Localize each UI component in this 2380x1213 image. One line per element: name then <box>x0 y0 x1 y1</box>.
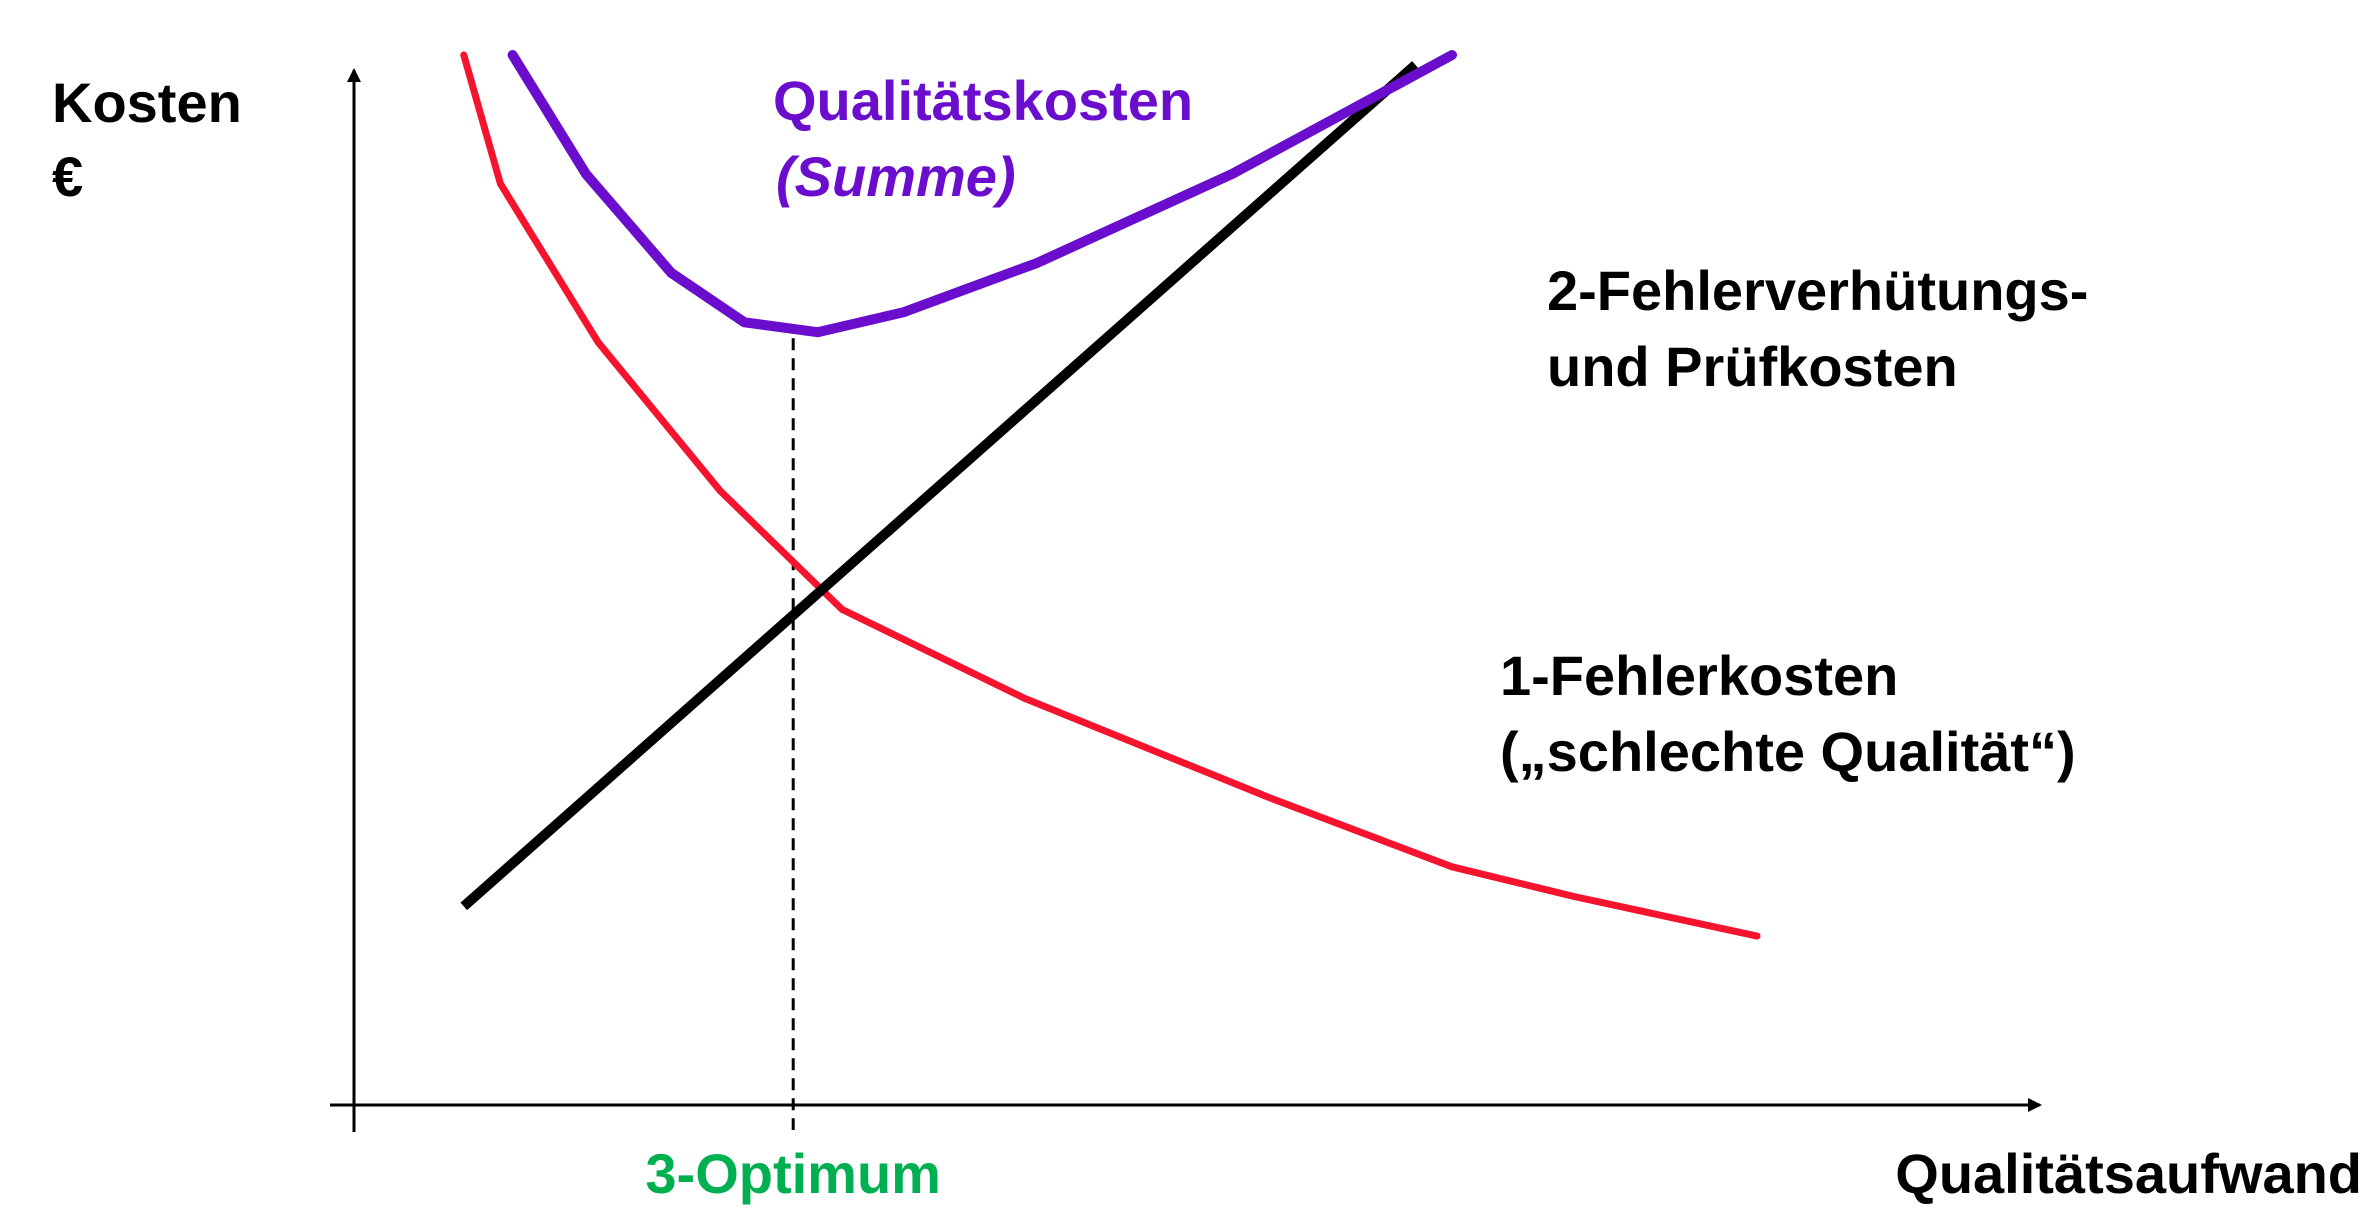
series-label-total-line1: Qualitätskosten <box>773 69 1193 132</box>
y-axis-label-line1: Kosten <box>52 71 242 134</box>
series-label-total-line2: (Summe) <box>776 145 1016 208</box>
series-label-failure-line2: („schlechte Qualität“) <box>1500 720 2076 783</box>
series-label-failure-line1: 1-Fehlerkosten <box>1500 644 1898 707</box>
series-label-prevention-line2: und Prüfkosten <box>1547 335 1958 398</box>
x-axis-label: Qualitätsaufwand <box>1895 1142 2362 1205</box>
y-axis-label-line2: € <box>52 145 83 208</box>
series-line-total-quality-costs <box>507 50 1457 338</box>
optimum-label: 3-Optimum <box>645 1142 941 1205</box>
series-line-failure-costs <box>460 51 1761 940</box>
series-line-prevention-costs <box>460 61 1419 911</box>
series-label-prevention-line1: 2-Fehlerverhütungs- <box>1547 259 2088 322</box>
